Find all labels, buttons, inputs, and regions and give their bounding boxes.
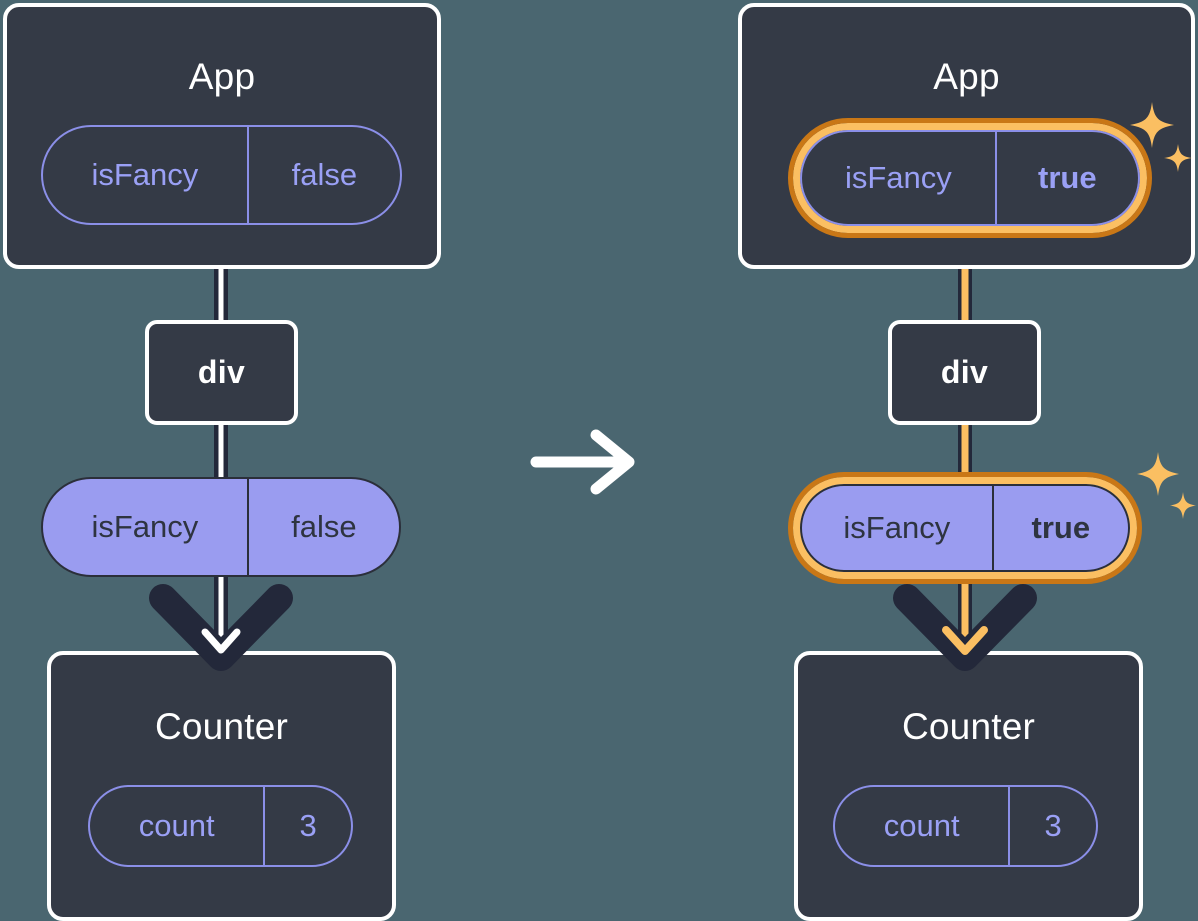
prop-pill-key-after: isFancy bbox=[843, 510, 951, 545]
div-element-label-before: div bbox=[197, 354, 246, 390]
app-state-pill-key-before: isFancy bbox=[91, 157, 199, 192]
app-state-pill-value-before: false bbox=[246, 127, 400, 223]
app-state-pill-value-after: true bbox=[994, 132, 1138, 224]
prop-pill-key-before: isFancy bbox=[91, 509, 199, 544]
app-state-pill-before[interactable]: isFancy false bbox=[41, 125, 402, 225]
div-element-box-after: div bbox=[888, 320, 1041, 425]
prop-pill-after[interactable]: isFancy true bbox=[800, 484, 1130, 572]
div-element-box-before: div bbox=[145, 320, 298, 425]
counter-title-after: Counter bbox=[901, 706, 1036, 747]
counter-title-before: Counter bbox=[154, 706, 289, 747]
counter-state-pill-key-before: count bbox=[138, 808, 215, 843]
app-title-before: App bbox=[188, 56, 256, 97]
counter-state-pill-before[interactable]: count 3 bbox=[88, 785, 353, 867]
prop-pill-value-after: true bbox=[991, 486, 1128, 570]
transition-arrow-right-icon bbox=[530, 429, 635, 495]
prop-pill-value-before: false bbox=[246, 479, 399, 575]
counter-state-pill-value-after: 3 bbox=[1008, 787, 1096, 865]
div-element-label-after: div bbox=[940, 354, 989, 390]
counter-state-pill-key-after: count bbox=[883, 808, 960, 843]
app-title-after: App bbox=[933, 56, 1000, 97]
prop-pill-before[interactable]: isFancy false bbox=[41, 477, 401, 577]
app-state-pill-key-after: isFancy bbox=[844, 160, 952, 195]
counter-state-pill-value-before: 3 bbox=[263, 787, 351, 865]
counter-state-pill-after[interactable]: count 3 bbox=[833, 785, 1098, 867]
app-state-pill-after[interactable]: isFancy true bbox=[800, 130, 1140, 226]
